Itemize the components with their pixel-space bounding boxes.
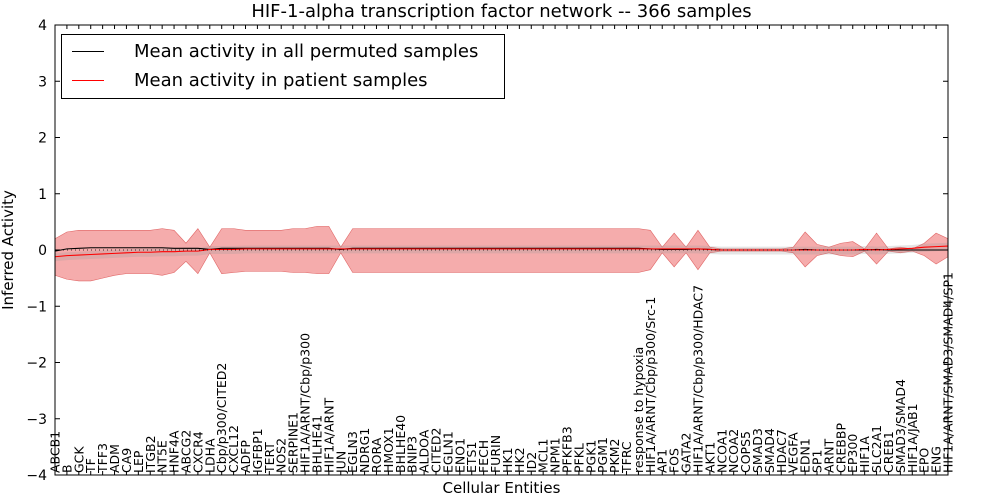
x-tick-label: HIF1A/ARNT/Cbp/p300 [298, 333, 313, 473]
x-tick-label: PFKFB3 [559, 426, 574, 473]
x-tick-label: ETS1 [464, 442, 479, 473]
x-tick-label: TF [83, 458, 98, 474]
x-tick-label: AKT1 [702, 442, 717, 473]
x-tick-label: AP1 [655, 449, 670, 473]
x-tick-label: ID2 [524, 452, 539, 473]
x-tick-label: JUN [333, 451, 348, 474]
x-tick-label: COPS5 [738, 431, 753, 473]
x-tick-label: HIF1A/ARNT/Cbp/p300/Src-1 [643, 297, 658, 473]
x-tick-label: FECH [476, 440, 491, 473]
x-tick-label: HIF1A/ARNT/Cbp/p300/HDAC7 [690, 285, 705, 473]
legend-label-patient: Mean activity in patient samples [134, 69, 428, 91]
x-tick-label: HNF4A [167, 430, 182, 473]
chart-title: HIF-1-alpha transcription factor network… [251, 1, 752, 22]
x-tick-label: PGM1 [595, 437, 610, 473]
x-tick-label: NPM1 [548, 437, 563, 473]
x-tick-label: BHLHE40 [393, 415, 408, 473]
x-tick-label: ENG [929, 446, 944, 473]
x-tick-label: HIF1A/ARNT/SMAD3/SMAD4/SP1 [941, 272, 956, 473]
legend-label-permuted: Mean activity in all permuted samples [134, 40, 479, 62]
x-tick-label: ITGB2 [143, 435, 158, 473]
y-tick-label: −2 [26, 356, 47, 372]
x-tick-label: MCL1 [536, 439, 551, 473]
x-tick-label: HK2 [512, 447, 527, 473]
legend-entry-permuted: Mean activity in all permuted samples [72, 39, 478, 63]
x-tick-label: FOS [667, 448, 682, 473]
x-tick-label: TFRC [619, 441, 634, 474]
x-tick-label: HIF1A/JAB1 [905, 403, 920, 473]
x-tick-label: NDRG1 [357, 428, 372, 473]
x-tick-label: VEGFA [786, 432, 801, 473]
x-tick-label: FURIN [488, 435, 503, 473]
x-tick-label: BHLHE41 [309, 415, 324, 473]
x-tick-label: PGK1 [583, 440, 598, 473]
x-tick-label: IGFBP1 [250, 428, 265, 473]
x-tick-label: CXCL12 [226, 425, 241, 473]
x-tick-label: HDAC7 [774, 429, 789, 473]
x-tick-label: HK1 [500, 447, 515, 473]
x-tick-label: ALDOA [417, 429, 432, 473]
patient-range-band [55, 242, 948, 262]
y-tick-label: 4 [38, 18, 47, 34]
x-tick-label: EDN1 [798, 438, 813, 473]
x-tick-label: CITED2 [429, 427, 444, 473]
x-tick-label: SLC2A1 [869, 425, 884, 473]
legend: Mean activity in all permuted samples Me… [61, 34, 505, 99]
y-tick-label: 3 [38, 74, 47, 90]
x-tick-label: SMAD3/SMAD4 [893, 379, 908, 473]
x-tick-label: LDHA [202, 438, 217, 473]
x-tick-label: CREBBP [833, 423, 848, 473]
x-tick-label: LEP [131, 450, 146, 473]
x-tick-label: ARNT [821, 438, 836, 473]
x-tick-label: NT5E [155, 440, 170, 473]
x-tick-label: SERPINE1 [286, 412, 301, 473]
x-tick-label: CREB1 [881, 431, 896, 473]
x-tick-label: ADFP [238, 440, 253, 473]
x-tick-label: CXCR4 [190, 431, 205, 473]
x-tick-label: EGLN1 [440, 431, 455, 473]
x-tick-label: Cbp/p300/CITED2 [214, 363, 229, 473]
x-tick-label: NCOA1 [714, 429, 729, 473]
x-tick-label: ABCB1 [48, 431, 63, 473]
y-tick-label: 0 [38, 243, 47, 259]
legend-swatch-patient [72, 79, 104, 81]
x-tick-label: response to hypoxia [631, 347, 646, 473]
x-tick-label: EP300 [845, 434, 860, 473]
x-tick-label: HIF1A/ARNT [321, 397, 336, 473]
x-tick-label: EPO [917, 448, 932, 473]
x-tick-label: B [59, 464, 74, 473]
x-tick-label: ENO1 [452, 438, 467, 473]
x-tick-label: GATA2 [679, 433, 694, 473]
x-tick-label: GCK [71, 446, 86, 473]
x-tick-label: TFF3 [95, 443, 110, 474]
legend-swatch-permuted [72, 50, 104, 52]
y-tick-label: −4 [26, 468, 47, 484]
x-tick-label: ABCG2 [178, 430, 193, 473]
x-tick-label: HMOX1 [381, 427, 396, 473]
x-tick-label: CA9 [119, 448, 134, 473]
x-tick-label: BNIP3 [405, 436, 420, 473]
x-tick-label: TERT [262, 442, 277, 474]
x-tick-label: SP1 [810, 450, 825, 473]
x-tick-label: RORA [369, 437, 384, 473]
x-tick-label: PFKL [571, 443, 586, 473]
x-tick-label: SMAD3 [750, 428, 765, 473]
x-tick-label: SMAD4 [762, 428, 777, 473]
x-axis-label: Cellular Entities [442, 479, 561, 497]
legend-entry-patient: Mean activity in patient samples [72, 68, 428, 92]
x-tick-label: EGLN3 [345, 431, 360, 473]
y-tick-label: 2 [38, 131, 47, 147]
x-tick-label: PKM2 [607, 439, 622, 473]
x-tick-label: ADM [107, 444, 122, 473]
x-tick-label: HIF1A [857, 436, 872, 473]
x-tick-label: NOS2 [274, 438, 289, 473]
x-tick-label: NCOA2 [726, 429, 741, 473]
y-tick-label: −3 [26, 412, 47, 428]
y-tick-label: 1 [38, 187, 47, 203]
y-tick-label: −1 [26, 299, 47, 315]
